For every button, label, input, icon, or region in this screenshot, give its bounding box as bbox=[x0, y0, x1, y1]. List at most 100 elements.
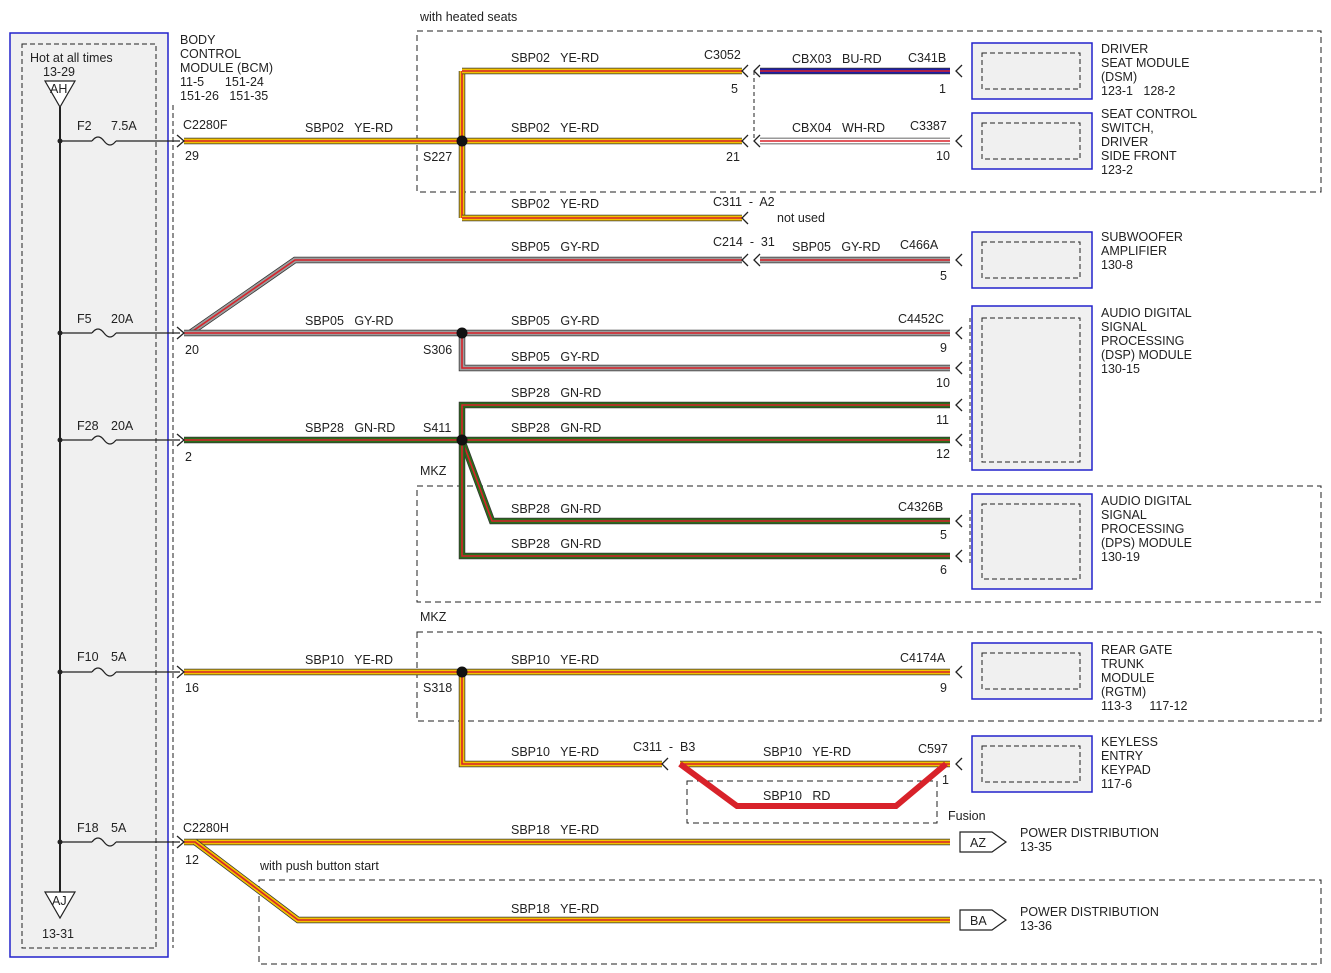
svg-text:SBP02 YE-RD: SBP02 YE-RD bbox=[511, 51, 599, 65]
svg-text:TRUNK: TRUNK bbox=[1101, 657, 1145, 671]
svg-text:12: 12 bbox=[185, 853, 199, 867]
connector-aj-triangle bbox=[43, 891, 77, 920]
fuse-f5-rating: 20A bbox=[111, 312, 134, 326]
dps-label: AUDIO DIGITAL SIGNAL PROCESSING (DPS) MO… bbox=[1101, 494, 1192, 564]
svg-text:(DSP) MODULE: (DSP) MODULE bbox=[1101, 348, 1192, 362]
connector-c4326b: C4326B bbox=[898, 500, 943, 514]
connector-c4174a: C4174A bbox=[900, 651, 946, 665]
svg-text:2: 2 bbox=[185, 450, 192, 464]
bcm-line-5: 151-26 151-35 bbox=[180, 89, 268, 103]
splice-s411-dot bbox=[456, 434, 468, 446]
svg-text:PROCESSING: PROCESSING bbox=[1101, 522, 1184, 536]
dsp-module bbox=[971, 305, 1093, 471]
connector-c2280h: C2280H bbox=[183, 821, 229, 835]
top-ref: 13-29 bbox=[43, 65, 75, 79]
svg-text:SBP10 YE-RD: SBP10 YE-RD bbox=[511, 745, 599, 759]
push-button-note: with push button start bbox=[259, 859, 379, 873]
bcm-line-1: BODY bbox=[180, 33, 216, 47]
az-tag-label: AZ bbox=[970, 836, 986, 850]
svg-text:SBP10 YE-RD: SBP10 YE-RD bbox=[763, 745, 851, 759]
connector-c311-b3: C311 - B3 bbox=[633, 740, 695, 754]
svg-text:SBP05 GY-RD: SBP05 GY-RD bbox=[792, 240, 880, 254]
wire-sbp18-ba bbox=[193, 839, 950, 924]
connector-c341b: C341B bbox=[908, 51, 946, 65]
module-terminals bbox=[955, 64, 963, 771]
svg-text:SBP10 RD: SBP10 RD bbox=[763, 789, 830, 803]
fusion-box bbox=[686, 780, 938, 824]
wire-sbp05-top bbox=[188, 256, 742, 336]
svg-text:SBP02 YE-RD: SBP02 YE-RD bbox=[511, 197, 599, 211]
svg-text:(DPS) MODULE: (DPS) MODULE bbox=[1101, 536, 1192, 550]
heated-seats-box bbox=[416, 30, 1322, 193]
svg-text:SIDE FRONT: SIDE FRONT bbox=[1101, 149, 1177, 163]
mkz-note-1: MKZ bbox=[420, 464, 447, 478]
wire-sbp28-dps5 bbox=[458, 438, 950, 525]
splice-s306: S306 bbox=[423, 343, 452, 357]
splice-s227: S227 bbox=[423, 150, 452, 164]
splice-s227-dot bbox=[456, 135, 468, 147]
connector-c4452c: C4452C bbox=[898, 312, 944, 326]
bcm-line-2: CONTROL bbox=[180, 47, 241, 61]
svg-text:SBP18 YE-RD: SBP18 YE-RD bbox=[511, 823, 599, 837]
svg-text:SBP05 GY-RD: SBP05 GY-RD bbox=[511, 240, 599, 254]
push-button-box bbox=[258, 879, 1322, 965]
fuse-f10-rating: 5A bbox=[111, 650, 127, 664]
wire-sbp28-top bbox=[458, 401, 950, 440]
ba-label: POWER DISTRIBUTION bbox=[1020, 905, 1159, 919]
fuse-f28-rating: 20A bbox=[111, 419, 134, 433]
connector-c3052: C3052 bbox=[704, 48, 741, 62]
connector-c311-a2: C311 - A2 bbox=[713, 195, 775, 209]
wire-sbp10-c311 bbox=[458, 672, 662, 768]
az-ref: 13-35 bbox=[1020, 840, 1052, 854]
svg-text:SBP05 GY-RD: SBP05 GY-RD bbox=[305, 314, 393, 328]
svg-text:SEAT CONTROL: SEAT CONTROL bbox=[1101, 107, 1197, 121]
bcm-line-4: 11-5 151-24 bbox=[180, 75, 264, 89]
svg-text:CBX03 BU-RD: CBX03 BU-RD bbox=[792, 52, 882, 66]
keypad-label: KEYLESS ENTRY KEYPAD 117-6 bbox=[1101, 735, 1158, 791]
connector-c2280f: C2280F bbox=[183, 118, 228, 132]
svg-text:113-3 117-12: 113-3 117-12 bbox=[1101, 699, 1187, 713]
svg-text:5: 5 bbox=[940, 528, 947, 542]
svg-text:SBP28 GN-RD: SBP28 GN-RD bbox=[511, 537, 601, 551]
keypad-module bbox=[971, 735, 1093, 793]
svg-text:SBP05 GY-RD: SBP05 GY-RD bbox=[511, 314, 599, 328]
svg-text:CBX04 WH-RD: CBX04 WH-RD bbox=[792, 121, 885, 135]
splice-s306-dot bbox=[456, 327, 468, 339]
az-label: POWER DISTRIBUTION bbox=[1020, 826, 1159, 840]
dsm-label: DRIVER SEAT MODULE (DSM) 123-1 128-2 bbox=[1101, 42, 1189, 98]
connector-c214: C214 - 31 bbox=[713, 235, 775, 249]
svg-text:MODULE: MODULE bbox=[1101, 671, 1154, 685]
dsp-label: AUDIO DIGITAL SIGNAL PROCESSING (DSP) MO… bbox=[1101, 306, 1192, 376]
bcm-terminals bbox=[176, 134, 185, 849]
mkz-note-2: MKZ bbox=[420, 610, 447, 624]
ba-tag-label: BA bbox=[970, 914, 987, 928]
svg-text:(RGTM): (RGTM) bbox=[1101, 685, 1146, 699]
svg-text:6: 6 bbox=[940, 563, 947, 577]
svg-text:123-2: 123-2 bbox=[1101, 163, 1133, 177]
svg-text:ENTRY: ENTRY bbox=[1101, 749, 1144, 763]
connector-aj-label: AJ bbox=[52, 894, 67, 908]
wire-labels: SBP02 YE-RD SBP02 YE-RD SBP02 YE-RD SBP0… bbox=[305, 51, 885, 916]
wires-layer bbox=[184, 67, 950, 924]
svg-text:SBP05 GY-RD: SBP05 GY-RD bbox=[511, 350, 599, 364]
svg-text:1: 1 bbox=[942, 773, 949, 787]
fuse-f2-rating: 7.5A bbox=[111, 119, 137, 133]
svg-text:SBP10 YE-RD: SBP10 YE-RD bbox=[305, 653, 393, 667]
heated-seats-note: with heated seats bbox=[419, 10, 517, 24]
fuse-f2: F2 7.5A bbox=[57, 119, 180, 146]
svg-text:117-6: 117-6 bbox=[1101, 777, 1132, 791]
svg-text:1: 1 bbox=[939, 82, 946, 96]
svg-text:130-8: 130-8 bbox=[1101, 258, 1133, 272]
subwoofer-module bbox=[971, 231, 1093, 289]
svg-text:SIGNAL: SIGNAL bbox=[1101, 508, 1147, 522]
fusion-note: Fusion bbox=[948, 809, 986, 823]
svg-text:SBP28 GN-RD: SBP28 GN-RD bbox=[511, 421, 601, 435]
fuse-f10: F10 5A bbox=[57, 650, 180, 677]
fuse-f5: F5 20A bbox=[57, 312, 180, 338]
ba-tag bbox=[959, 909, 1008, 931]
hot-label: Hot at all times bbox=[30, 51, 113, 65]
connector-c3387: C3387 bbox=[910, 119, 947, 133]
svg-text:130-15: 130-15 bbox=[1101, 362, 1140, 376]
svg-text:5: 5 bbox=[940, 269, 947, 283]
svg-text:SBP18 YE-RD: SBP18 YE-RD bbox=[511, 902, 599, 916]
